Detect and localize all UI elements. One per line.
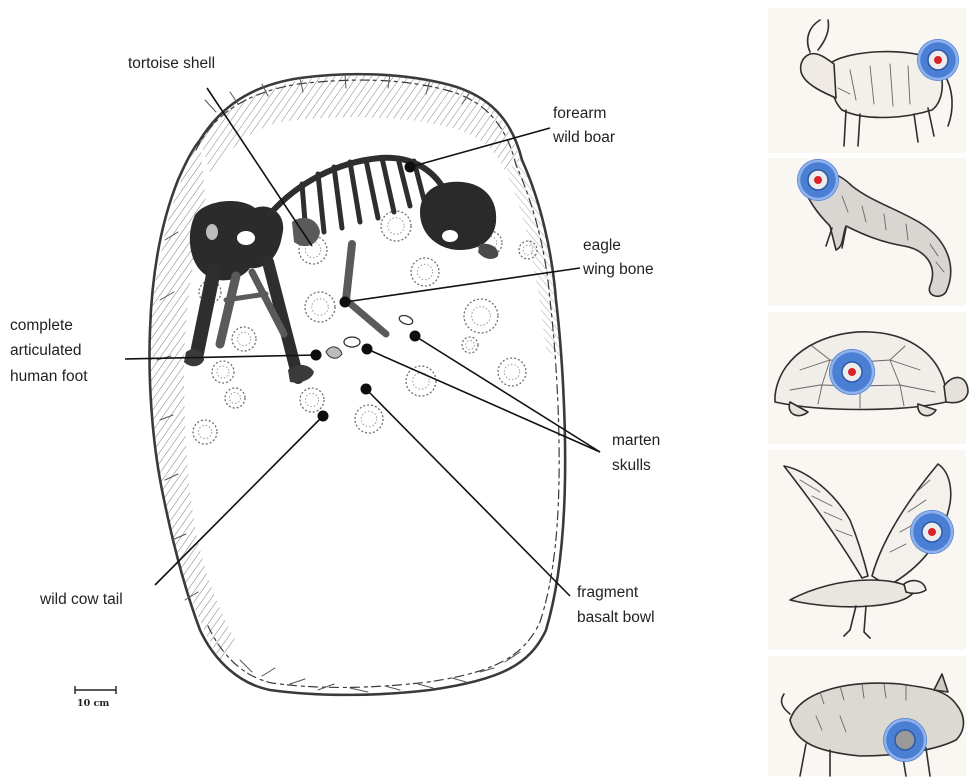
stone-texture: [388, 218, 405, 235]
marten-skull: [398, 314, 414, 326]
stone: [464, 299, 498, 333]
forearm-bones: [346, 300, 386, 334]
stone: [498, 358, 526, 386]
basalt-bowl-fragment: [326, 347, 342, 358]
stone: [462, 337, 478, 353]
label-forearm: forearm: [553, 105, 606, 122]
stone-texture: [198, 425, 211, 438]
label-human-foot: human foot: [10, 368, 88, 385]
find-dot-eagle: [340, 297, 351, 308]
leader-marten-skull-2: [415, 336, 600, 452]
label-fragment: fragment: [577, 584, 639, 601]
rib: [350, 162, 360, 222]
stone-texture: [230, 393, 241, 404]
stone: [212, 361, 234, 383]
label-wild-cow-tail: wild cow tail: [39, 591, 123, 608]
stone-texture: [472, 307, 491, 326]
find-dot-forearm: [405, 162, 416, 173]
stone-texture: [504, 364, 519, 379]
scale-bar-label: 10 cm: [77, 698, 109, 709]
label-skulls: skulls: [612, 457, 651, 474]
tibia-left: [220, 276, 236, 344]
pelvis-foramen: [237, 231, 255, 245]
label-wild-boar: wild boar: [552, 129, 615, 146]
marker-ring: [895, 730, 915, 750]
mandible: [478, 244, 498, 259]
label-articulated: articulated: [10, 342, 82, 359]
humerus: [346, 244, 352, 300]
find-dot-marten-2: [410, 331, 421, 342]
marker-center: [848, 368, 856, 376]
label-marten: marten: [612, 432, 660, 449]
stone: [193, 420, 217, 444]
stone-texture: [417, 264, 432, 279]
find-dot-marten-1: [362, 344, 373, 355]
eye-socket: [442, 230, 458, 242]
stone-texture: [237, 332, 250, 345]
rib: [366, 160, 378, 218]
stone: [232, 327, 256, 351]
find-points: [311, 162, 421, 422]
pelvis-foramen: [206, 224, 218, 240]
stone: [355, 405, 383, 433]
human-skeleton: [184, 158, 498, 383]
label-complete: complete: [10, 317, 73, 334]
location-marker-eagle: [910, 510, 954, 554]
stone: [300, 388, 324, 412]
leader-basalt-bowl: [366, 389, 570, 596]
find-dot-basalt-bowl: [361, 384, 372, 395]
stone: [225, 388, 245, 408]
label-wing-bone: wing bone: [582, 261, 654, 278]
rib: [318, 174, 324, 232]
location-marker-boar: [883, 718, 927, 762]
stone: [411, 258, 439, 286]
location-marker-cow: [917, 39, 959, 81]
animal-panels: [768, 8, 968, 776]
location-marker-tortoise: [829, 349, 875, 395]
grave-pit: [150, 74, 566, 695]
stone: [305, 292, 335, 322]
femur-left: [196, 270, 214, 358]
boar-body: [790, 683, 964, 756]
stone-texture: [361, 411, 376, 426]
marker-center: [928, 528, 936, 536]
label-basalt-bowl: basalt bowl: [577, 609, 655, 626]
rib: [382, 158, 394, 212]
find-dot-cow-tail: [318, 411, 329, 422]
find-dot-foot: [311, 350, 322, 361]
label-tortoise-shell: tortoise shell: [128, 55, 215, 72]
stone: [406, 366, 436, 396]
femur-right: [268, 262, 298, 378]
marten-skull: [344, 337, 360, 347]
rib: [334, 167, 342, 228]
stone-texture: [466, 341, 475, 350]
stone-texture: [312, 299, 329, 316]
tortoise-head: [944, 377, 968, 402]
location-marker-marten: [797, 159, 839, 201]
marker-center: [934, 56, 942, 64]
scale-bar: 10 cm: [75, 686, 116, 709]
stone-texture: [305, 393, 318, 406]
label-eagle: eagle: [583, 237, 621, 254]
skull: [420, 182, 496, 250]
stone: [381, 211, 411, 241]
marker-center: [814, 176, 822, 184]
stone-texture: [217, 366, 229, 378]
